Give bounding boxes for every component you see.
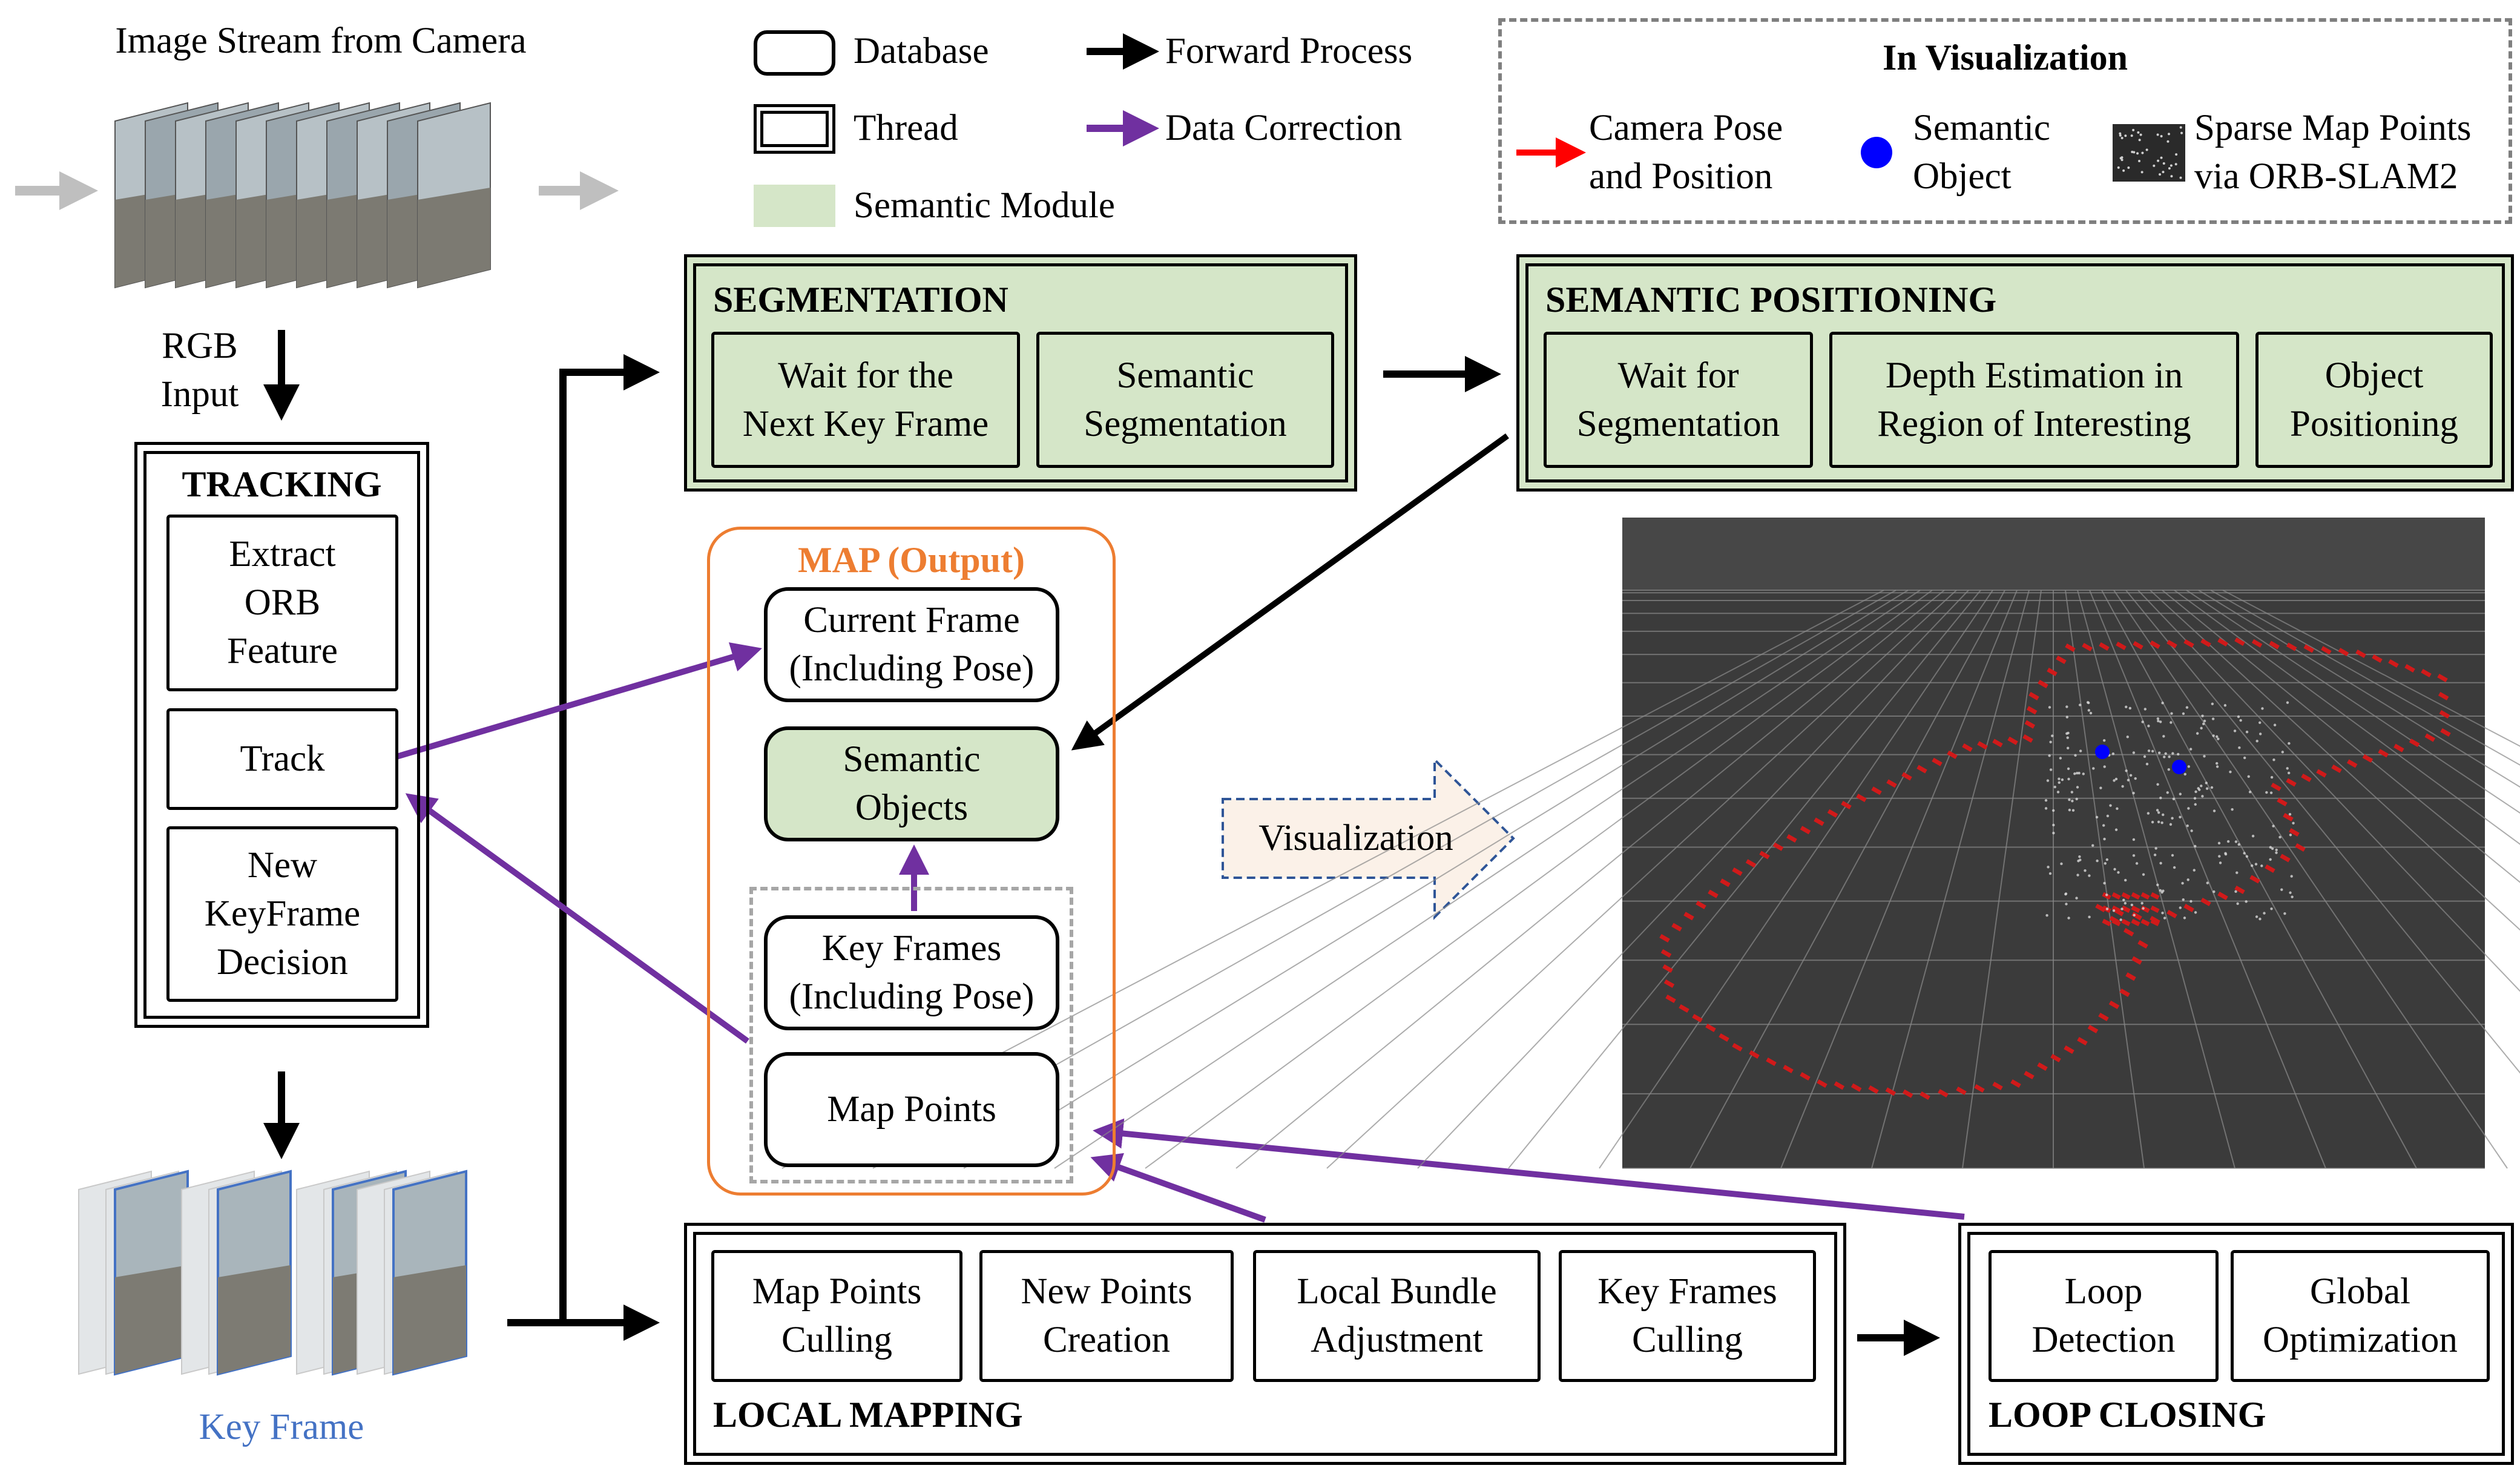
- loop-closing-title: LOOP CLOSING: [1989, 1395, 2266, 1435]
- track-box: Track: [166, 708, 398, 810]
- track-label: Track: [240, 739, 325, 779]
- camera-image-stack: [114, 102, 491, 289]
- visualization-arrow-shape: [1222, 757, 1515, 920]
- legend-correction-label: Data Correction: [1165, 108, 1403, 148]
- legend-database-swatch: [754, 30, 835, 76]
- object-positioning-box: Object Positioning: [2255, 332, 2493, 468]
- correction-bundle-to-map: [1090, 1153, 1266, 1223]
- tracking-title: TRACKING: [182, 464, 382, 504]
- semantic-positioning-title: SEMANTIC POSITIONING: [1545, 280, 1997, 320]
- new-points-creation-box: New Points Creation: [979, 1250, 1234, 1382]
- flow-to-segmentation: [507, 354, 660, 1326]
- legend-pose-label: Camera Pose and Position: [1589, 108, 1783, 197]
- key-frames-culling-box: Key Frames Culling: [1559, 1250, 1816, 1382]
- depth-estimation-label: Depth Estimation in Region of Interestin…: [1877, 355, 2191, 444]
- map-output-title: MAP (Output): [798, 540, 1025, 580]
- loop-detection-label: Loop Detection: [2031, 1271, 2176, 1360]
- correction-mappoints-to-track: [405, 793, 749, 1044]
- legend-object-label: Semantic Object: [1913, 108, 2050, 197]
- new-keyframe-label: New KeyFrame Decision: [204, 845, 361, 982]
- visualization-label: Visualization: [1258, 818, 1453, 858]
- map-points-culling-box: Map Points Culling: [711, 1250, 962, 1382]
- local-mapping-thread: [684, 1223, 1846, 1465]
- map-output-container: [707, 527, 1116, 1196]
- semantic-positioning-thread: [1516, 254, 2514, 492]
- loop-closing-thread: [1958, 1223, 2514, 1465]
- wait-segmentation-box: Wait for Segmentation: [1544, 332, 1813, 468]
- correction-track-to-current: [395, 642, 762, 760]
- key-frame-stack: [78, 1170, 467, 1376]
- segmentation-thread: [684, 254, 1357, 492]
- segmentation-title: SEGMENTATION: [713, 280, 1008, 320]
- tracking-thread: [134, 442, 429, 1028]
- current-frame-label: Current Frame (Including Pose): [789, 600, 1035, 689]
- extract-orb-box: Extract ORB Feature: [166, 515, 398, 691]
- map-points-culling-label: Map Points Culling: [752, 1271, 922, 1360]
- legend-semantic-swatch: [754, 185, 835, 227]
- visualization-legend-box: [1498, 18, 2512, 224]
- key-frames-box: Key Frames (Including Pose): [764, 915, 1059, 1030]
- semantic-object-dot-2: [2172, 760, 2186, 774]
- semantic-segmentation-label: Semantic Segmentation: [1084, 355, 1287, 444]
- semantic-objects-box: Semantic Objects: [764, 726, 1059, 841]
- key-frames-culling-label: Key Frames Culling: [1597, 1271, 1777, 1360]
- local-bundle-label: Local Bundle Adjustment: [1297, 1271, 1497, 1360]
- legend-thread-swatch: [754, 104, 835, 154]
- legend-forward-label: Forward Process: [1165, 31, 1413, 71]
- wait-keyframe-label: Wait for the Next Key Frame: [742, 355, 989, 444]
- legend-semantic-label: Semantic Module: [854, 185, 1116, 226]
- local-bundle-box: Local Bundle Adjustment: [1253, 1250, 1541, 1382]
- semantic-segmentation-box: Semantic Segmentation: [1036, 332, 1334, 468]
- wait-segmentation-label: Wait for Segmentation: [1576, 355, 1780, 444]
- new-points-creation-label: New Points Creation: [1021, 1271, 1193, 1360]
- correction-loop-to-map: [1093, 1118, 1965, 1220]
- camera-title: Image Stream from Camera: [115, 21, 527, 61]
- flow-positioning-to-objects: [1071, 433, 1509, 751]
- object-positioning-label: Object Positioning: [2290, 355, 2458, 444]
- legend-sparse-label: Sparse Map Points via ORB-SLAM2: [2194, 108, 2472, 197]
- wait-keyframe-box: Wait for the Next Key Frame: [711, 332, 1020, 468]
- legend-database-label: Database: [854, 31, 989, 71]
- legend-thread-label: Thread: [854, 108, 958, 148]
- semantic-object-dot-1: [2095, 745, 2110, 759]
- legend-sparse-swatch: [2113, 124, 2185, 182]
- semantic-objects-label: Semantic Objects: [843, 739, 981, 828]
- loop-detection-box: Loop Detection: [1989, 1250, 2219, 1382]
- legend-object-dot: [1861, 137, 1892, 168]
- key-frames-label: Key Frames (Including Pose): [789, 928, 1035, 1017]
- map-points-box: Map Points: [764, 1052, 1059, 1167]
- keyframes-mappoints-group: [749, 887, 1073, 1183]
- global-optimization-label: Global Optimization: [2263, 1271, 2458, 1360]
- local-mapping-title: LOCAL MAPPING: [713, 1395, 1023, 1435]
- rgb-input-label: RGB Input: [160, 326, 239, 415]
- depth-estimation-box: Depth Estimation in Region of Interestin…: [1829, 332, 2239, 468]
- map-points-label: Map Points: [827, 1089, 996, 1130]
- extract-orb-label: Extract ORB Feature: [227, 534, 338, 671]
- key-frame-label: Key Frame: [199, 1407, 364, 1447]
- new-keyframe-box: New KeyFrame Decision: [166, 826, 398, 1002]
- current-frame-box: Current Frame (Including Pose): [764, 587, 1059, 702]
- visualization-legend-title: In Visualization: [1882, 38, 2128, 77]
- map-visualization: [781, 518, 2520, 1169]
- global-optimization-box: Global Optimization: [2231, 1250, 2490, 1382]
